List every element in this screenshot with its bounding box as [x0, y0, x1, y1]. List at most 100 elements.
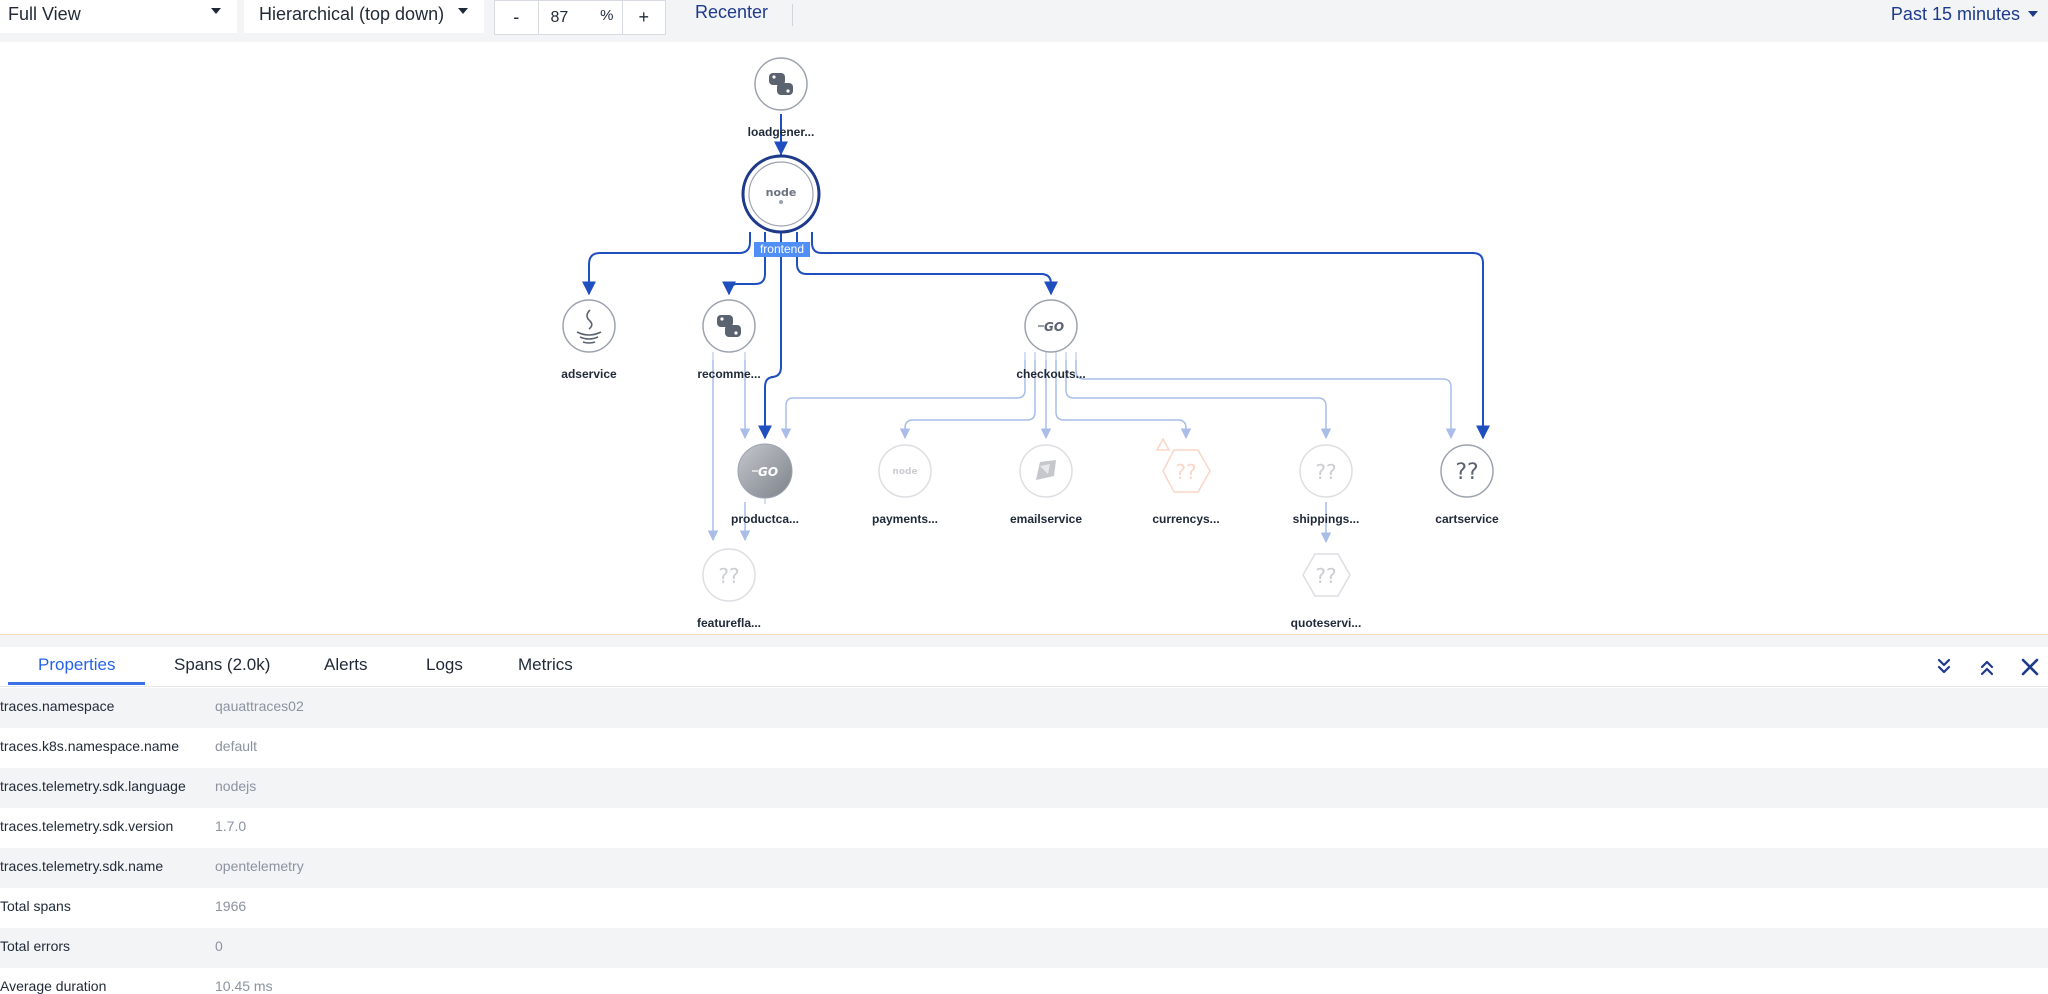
chevron-down-icon	[2028, 11, 2038, 17]
collapse-panel-icon[interactable]	[1932, 655, 1956, 679]
property-value: opentelemetry	[215, 858, 304, 874]
zoom-input[interactable]	[538, 1, 599, 34]
view-select[interactable]: Full View	[0, 0, 237, 33]
property-value: 1.7.0	[215, 818, 247, 834]
close-icon[interactable]	[2018, 655, 2042, 679]
node-label-cart: cartservice	[1435, 512, 1499, 526]
details-tabs: Properties Spans (2.0k) Alerts Logs Metr…	[0, 647, 2048, 687]
layout-select[interactable]: Hierarchical (top down)	[244, 0, 484, 33]
panel-resize-border[interactable]	[0, 634, 2048, 635]
table-row: traces.k8s.namespace.name default	[0, 728, 2048, 768]
chevron-down-icon	[458, 8, 468, 14]
go-icon: GO	[1044, 320, 1064, 334]
tab-logs[interactable]: Logs	[426, 655, 463, 674]
property-key: traces.telemetry.sdk.version	[0, 818, 174, 834]
node-adservice[interactable]	[562, 299, 616, 353]
view-select-value: Full View	[8, 4, 81, 24]
node-currency[interactable]: ??	[1155, 437, 1211, 493]
service-graph[interactable]: node	[0, 42, 2048, 634]
unknown-icon: ??	[1315, 564, 1336, 588]
node-cart[interactable]: ??	[1440, 444, 1494, 498]
unknown-icon: ??	[718, 564, 739, 588]
node-label-checkout: checkouts...	[1016, 367, 1086, 381]
zoom-out-button[interactable]: -	[513, 7, 520, 27]
time-range-select[interactable]: Past 15 minutes	[1891, 4, 2038, 25]
go-icon: GO	[758, 465, 778, 479]
node-shipping[interactable]: ??	[1299, 444, 1353, 498]
edge-checkout-shipping	[1065, 360, 1332, 440]
table-row: Average duration 10.45 ms	[0, 968, 2048, 994]
tab-spans[interactable]: Spans (2.0k)	[174, 655, 271, 674]
zoom-unit: %	[600, 7, 614, 24]
zoom-field: %	[538, 1, 621, 34]
active-tab-indicator	[8, 682, 145, 685]
node-frontend-label: frontend	[754, 242, 810, 257]
recenter-button[interactable]: Recenter	[695, 2, 769, 22]
property-value: nodejs	[215, 778, 257, 794]
node-payment[interactable]: node	[878, 444, 932, 498]
expand-panel-icon[interactable]	[1975, 655, 1999, 679]
java-icon	[576, 309, 602, 344]
node-label-adservice: adservice	[561, 367, 617, 381]
warning-icon	[1155, 437, 1171, 451]
zoom-control: - % +	[494, 0, 666, 35]
zoom-in-button[interactable]: +	[638, 7, 649, 27]
property-key: traces.telemetry.sdk.language	[0, 778, 186, 794]
python-icon	[769, 73, 793, 95]
node-label-quote: quoteservi...	[1290, 616, 1362, 630]
node-label-currency: currencys...	[1152, 512, 1220, 526]
property-key: traces.namespace	[0, 698, 115, 714]
edge-frontend-checkout	[796, 232, 1058, 296]
time-range-value: Past 15 minutes	[1890, 4, 2020, 24]
nodejs-icon: node	[766, 186, 797, 199]
edge-checkout-productcatalog	[780, 360, 1026, 440]
node-label-payment: payments...	[871, 512, 939, 526]
service-graph-canvas: node	[562, 57, 1494, 602]
panel-gap	[0, 635, 2048, 647]
python-icon	[717, 315, 741, 337]
property-value: qauattraces02	[215, 698, 304, 714]
node-frontend[interactable]: node	[741, 154, 821, 234]
node-ticks	[712, 352, 1077, 504]
chevron-down-icon	[211, 8, 221, 14]
property-key: traces.telemetry.sdk.name	[0, 858, 164, 874]
node-label-email: emailservice	[1009, 512, 1083, 526]
node-quote[interactable]: ??	[1302, 553, 1351, 597]
toolbar: Full View Hierarchical (top down) - % + …	[0, 0, 2048, 42]
table-row: traces.telemetry.sdk.version 1.7.0	[0, 808, 2048, 848]
unknown-icon: ??	[1175, 460, 1196, 484]
node-label-productcatalog: productca...	[730, 512, 800, 526]
tab-alerts[interactable]: Alerts	[324, 655, 368, 674]
property-value: 0	[215, 938, 223, 954]
edge-frontend-cart	[811, 232, 1490, 440]
toolbar-divider	[792, 4, 793, 26]
property-key: traces.k8s.namespace.name	[0, 738, 179, 754]
node-loadgenerator[interactable]	[754, 57, 808, 111]
node-productcatalog[interactable]: GO	[737, 443, 793, 499]
edges-strong	[582, 114, 1490, 440]
node-featureflag[interactable]: ??	[702, 548, 756, 602]
node-label-featureflag: featurefla...	[696, 616, 762, 630]
node-recommendation[interactable]	[702, 299, 756, 353]
node-label-shipping: shippings...	[1292, 512, 1360, 526]
node-checkout[interactable]: GO	[1024, 299, 1078, 353]
tab-metrics[interactable]: Metrics	[518, 655, 573, 674]
edge-frontend-adservice	[582, 232, 751, 296]
table-row: traces.namespace qauattraces02	[0, 688, 2048, 728]
property-key: Average duration	[0, 978, 107, 994]
edge-checkout-payment	[899, 360, 1036, 440]
edge-frontend-productcatalog	[758, 232, 782, 440]
ruby-icon	[1036, 460, 1056, 480]
unknown-icon: ??	[1315, 460, 1336, 484]
nodejs-icon: node	[892, 467, 917, 477]
property-value: 10.45 ms	[215, 978, 273, 994]
property-key: Total spans	[0, 898, 71, 914]
node-label-loadgenerator: loadgener...	[747, 125, 815, 139]
node-label-recommendation: recomme...	[697, 367, 761, 381]
property-value: 1966	[215, 898, 247, 914]
node-email[interactable]	[1019, 444, 1073, 498]
layout-select-value: Hierarchical (top down)	[259, 4, 445, 24]
tab-properties[interactable]: Properties	[38, 655, 116, 674]
property-value: default	[215, 738, 258, 754]
